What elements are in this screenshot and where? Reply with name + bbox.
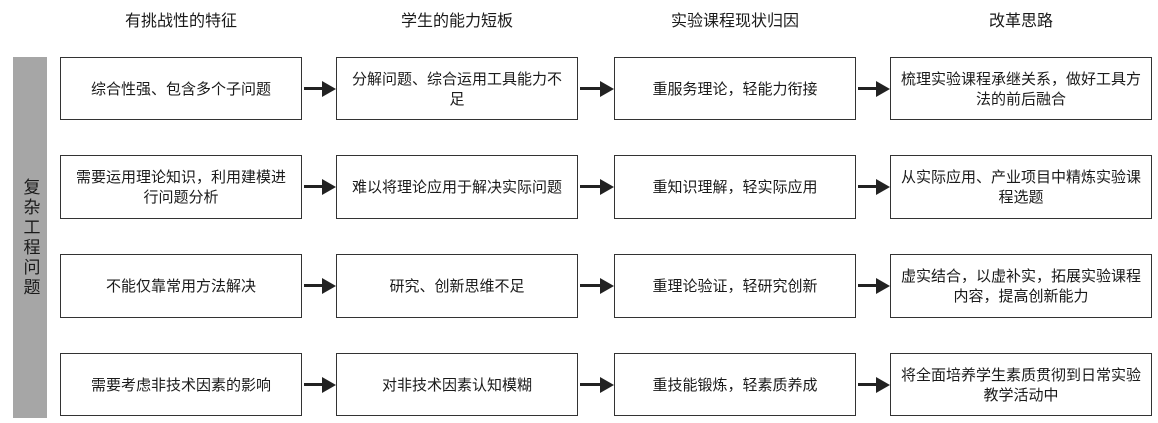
- row-4-feature-box: 需要考虑非技术因素的影响: [60, 353, 302, 416]
- row-4-reform-text: 将全面培养学生素质贯彻到日常实验教学活动中: [901, 365, 1142, 404]
- row-1-cause-box: 重服务理论，轻能力衔接: [614, 57, 856, 120]
- row-1-reform-box: 梳理实验课程承继关系，做好工具方法的前后融合: [890, 57, 1152, 120]
- row-4-arrow-3: [858, 377, 890, 393]
- row-1-arrow-1: [304, 81, 336, 97]
- row-4-reform-box: 将全面培养学生素质贯彻到日常实验教学活动中: [890, 353, 1152, 416]
- row-3-reform-text: 虚实结合，以虚补实，拓展实验课程内容，提高创新能力: [901, 267, 1142, 305]
- row-2-reform-text: 从实际应用、产业项目中精炼实验课程选题: [901, 168, 1142, 206]
- row-4-feature-text: 需要考虑非技术因素的影响: [90, 375, 271, 394]
- row-1-feature-box: 综合性强、包含多个子问题: [60, 57, 302, 120]
- row-4-cause-box: 重技能锻炼，轻素质养成: [614, 353, 856, 416]
- column-header-1: 有挑战性的特征: [124, 11, 237, 30]
- row-1-weakness-box: 分解问题、综合运用工具能力不足: [336, 57, 578, 120]
- side-label: 复杂工程问题: [19, 177, 40, 298]
- row-3-weakness-text: 研究、创新思维不足: [389, 277, 525, 295]
- row-3-feature-text: 不能仅靠常用方法解决: [105, 277, 256, 295]
- row-3-arrow-1: [304, 278, 336, 294]
- row-2-weakness-text: 难以将理论应用于解决实际问题: [351, 178, 562, 196]
- row-3-arrow-2: [580, 278, 614, 294]
- row-4-weakness-text: 对非技术因素认知模糊: [381, 375, 532, 394]
- column-header-2: 学生的能力短板: [400, 11, 513, 30]
- row-2-arrow-1: [304, 179, 336, 195]
- row-2-cause-box: 重知识理解，轻实际应用: [614, 155, 856, 219]
- side-bar: 复杂工程问题: [13, 57, 47, 418]
- row-3-reform-box: 虚实结合，以虚补实，拓展实验课程内容，提高创新能力: [890, 254, 1152, 318]
- column-header-4: 改革思路: [988, 11, 1053, 30]
- row-1-arrow-2: [580, 81, 614, 97]
- row-2-arrow-2: [580, 179, 614, 195]
- row-1-reform-text: 梳理实验课程承继关系，做好工具方法的前后融合: [901, 69, 1142, 108]
- row-3-feature-box: 不能仅靠常用方法解决: [60, 254, 302, 318]
- row-3-cause-box: 重理论验证，轻研究创新: [614, 254, 856, 318]
- row-3-weakness-box: 研究、创新思维不足: [336, 254, 578, 318]
- row-1-cause-text: 重服务理论，轻能力衔接: [652, 79, 818, 98]
- row-4-arrow-1: [304, 377, 336, 393]
- row-1-weakness-text: 分解问题、综合运用工具能力不足: [351, 69, 562, 108]
- row-2-cause-text: 重知识理解，轻实际应用: [652, 178, 818, 196]
- row-2-arrow-3: [858, 179, 890, 195]
- row-4-arrow-2: [580, 377, 614, 393]
- row-3-cause-text: 重理论验证，轻研究创新: [652, 277, 818, 295]
- row-3-arrow-3: [858, 278, 890, 294]
- row-2-weakness-box: 难以将理论应用于解决实际问题: [336, 155, 578, 219]
- row-1-arrow-3: [858, 81, 890, 97]
- row-1-feature-text: 综合性强、包含多个子问题: [90, 79, 271, 98]
- column-header-3: 实验课程现状归因: [670, 11, 799, 30]
- row-2-feature-text: 需要运用理论知识，利用建模进行问题分析: [75, 168, 286, 206]
- row-4-cause-text: 重技能锻炼，轻素质养成: [652, 375, 818, 394]
- row-2-feature-box: 需要运用理论知识，利用建模进行问题分析: [60, 155, 302, 219]
- row-4-weakness-box: 对非技术因素认知模糊: [336, 353, 578, 416]
- row-2-reform-box: 从实际应用、产业项目中精炼实验课程选题: [890, 155, 1152, 219]
